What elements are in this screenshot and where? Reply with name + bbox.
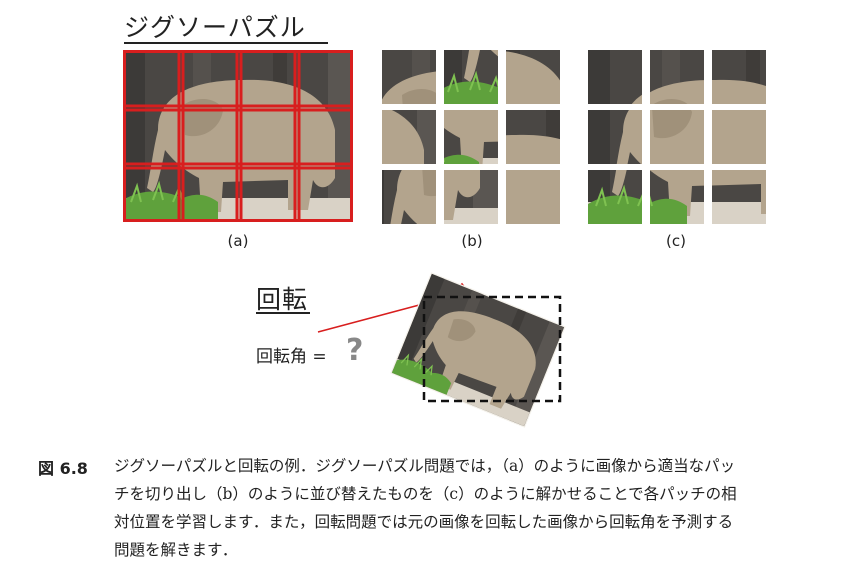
caption-line: 問題を解きます． [114,541,238,559]
caption-line: チを切り出し（b）のように並び替えたものを（c）のように解かせることで各パッチの… [114,485,737,503]
jigsaw-title: ジグソーパズル [124,13,306,42]
question-mark-icon: ? [346,333,364,368]
jigsaw-title-underline [124,42,328,44]
label-b: (b) [461,232,483,250]
label-c: (c) [666,232,686,250]
rotation-angle-label: 回転角 = [256,347,327,367]
figure-number: 図 6.8 [38,459,88,478]
caption-line: 対位置を学習します．また，回転問題では元の画像を回転した画像から回転角を予測する [114,513,734,531]
rotation-illustration [317,272,566,428]
label-a: (a) [227,232,249,250]
rotation-title-underline [256,312,310,314]
rotation-title: 回転 [256,285,309,314]
caption-line: ジグソーパズルと回転の例．ジグソーパズル問題では，（a）のように画像から適当なパ… [114,457,736,475]
panel-b-image [382,50,560,224]
panel-c-image [588,50,766,224]
caption-text: ジグソーパズルと回転の例．ジグソーパズル問題では，（a）のように画像から適当なパ… [114,452,854,564]
panel-a-image [123,50,353,222]
